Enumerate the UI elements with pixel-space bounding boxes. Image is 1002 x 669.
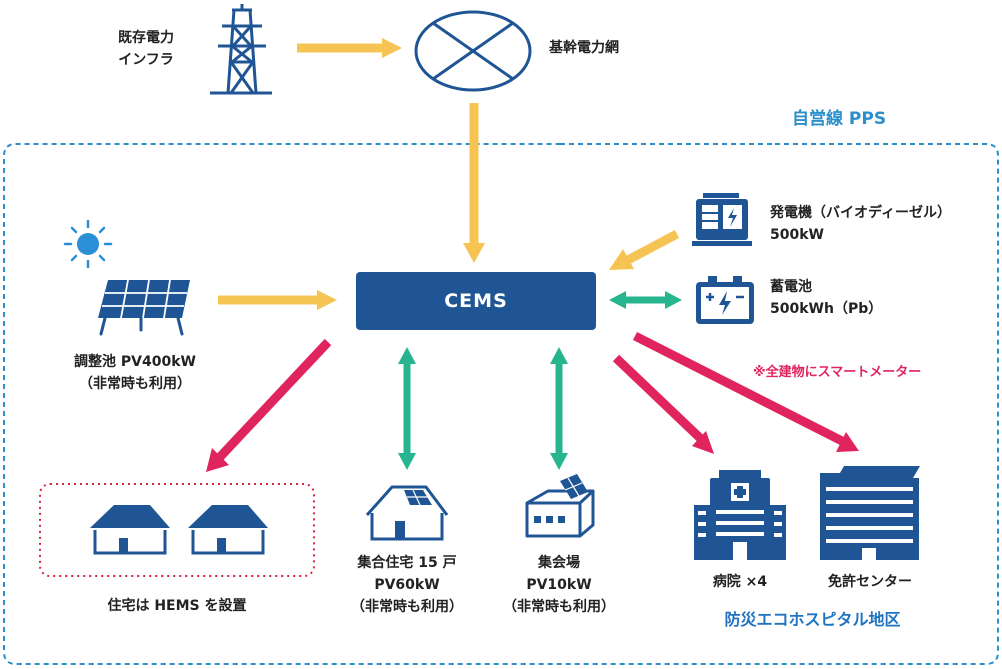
battery-line-1: 蓄電池: [770, 279, 812, 295]
apartment-line-3: （非常時も利用）: [351, 599, 463, 615]
arrow-cems-to-hospital: [612, 354, 714, 454]
license-center-label: 免許センター: [828, 574, 912, 590]
battery-icon: [696, 276, 754, 324]
solar-panel-icon: [98, 279, 190, 336]
generator-line-2: 500kW: [770, 227, 824, 243]
sun-icon: [63, 219, 113, 269]
hall-line-2: PV10kW: [526, 577, 592, 593]
existing-infra-line-2: インフラ: [118, 52, 174, 68]
hospital-icon: [694, 470, 786, 560]
hospital-label: 病院 ×4: [712, 574, 768, 590]
apartment-line-1: 集合住宅 15 戸: [357, 555, 457, 571]
generator-icon: [692, 193, 752, 246]
apartment-line-2: PV60kW: [374, 577, 440, 593]
battery-label: 蓄電池 500kWh（Pb）: [770, 276, 882, 320]
apartment-with-solar-icon: [365, 485, 449, 541]
houses-label: 住宅は HEMS を設置: [107, 598, 247, 614]
grid-label: 基幹電力網: [549, 40, 619, 56]
hall-label: 集会場 PV10kW （非常時も利用）: [492, 552, 626, 618]
arrow-cems-to-houses: [206, 338, 332, 472]
arrow-cems-hall: [550, 347, 568, 470]
arrow-grid-to-cems: [463, 103, 485, 263]
house-icon: [188, 505, 268, 555]
arrow-infra-to-grid: [297, 38, 402, 58]
generator-label: 発電機（バイオディーゼル） 500kW: [770, 202, 951, 246]
solar-line-1: 調整池 PV400kW: [74, 354, 196, 370]
arrow-cems-battery: [609, 291, 682, 309]
solar-line-2: （非常時も利用）: [79, 376, 191, 392]
smart-meter-note: ※全建物にスマートメーター: [753, 365, 922, 380]
apartment-label: 集合住宅 15 戸 PV60kW （非常時も利用）: [340, 552, 474, 618]
generator-line-1: 発電機（バイオディーゼル）: [770, 205, 952, 221]
transmission-tower-icon: [210, 4, 272, 95]
solar-label: 調整池 PV400kW （非常時も利用）: [40, 351, 230, 395]
district-label: 防災エコホスピタル地区: [724, 610, 901, 629]
community-hall-with-solar-icon: [525, 474, 595, 538]
cems-label: CEMS: [444, 290, 508, 312]
house-icon: [90, 505, 170, 555]
arrow-solar-to-cems: [218, 290, 337, 310]
arrow-generator-to-cems: [609, 230, 680, 270]
grid-network-icon: [414, 10, 532, 92]
license-center-icon: [820, 466, 920, 560]
arrow-cems-to-license-center: [632, 331, 859, 452]
existing-infra-label: 既存電力 インフラ: [100, 27, 192, 71]
hall-line-1: 集会場: [538, 555, 580, 571]
hems-houses-box: [39, 483, 315, 577]
pps-label: 自営線 PPS: [792, 109, 887, 129]
hall-line-3: （非常時も利用）: [503, 599, 615, 615]
arrow-cems-apartment: [398, 347, 416, 470]
cems-box: [356, 272, 596, 330]
battery-line-2: 500kWh（Pb）: [770, 301, 883, 317]
existing-infra-line-1: 既存電力: [118, 30, 174, 46]
